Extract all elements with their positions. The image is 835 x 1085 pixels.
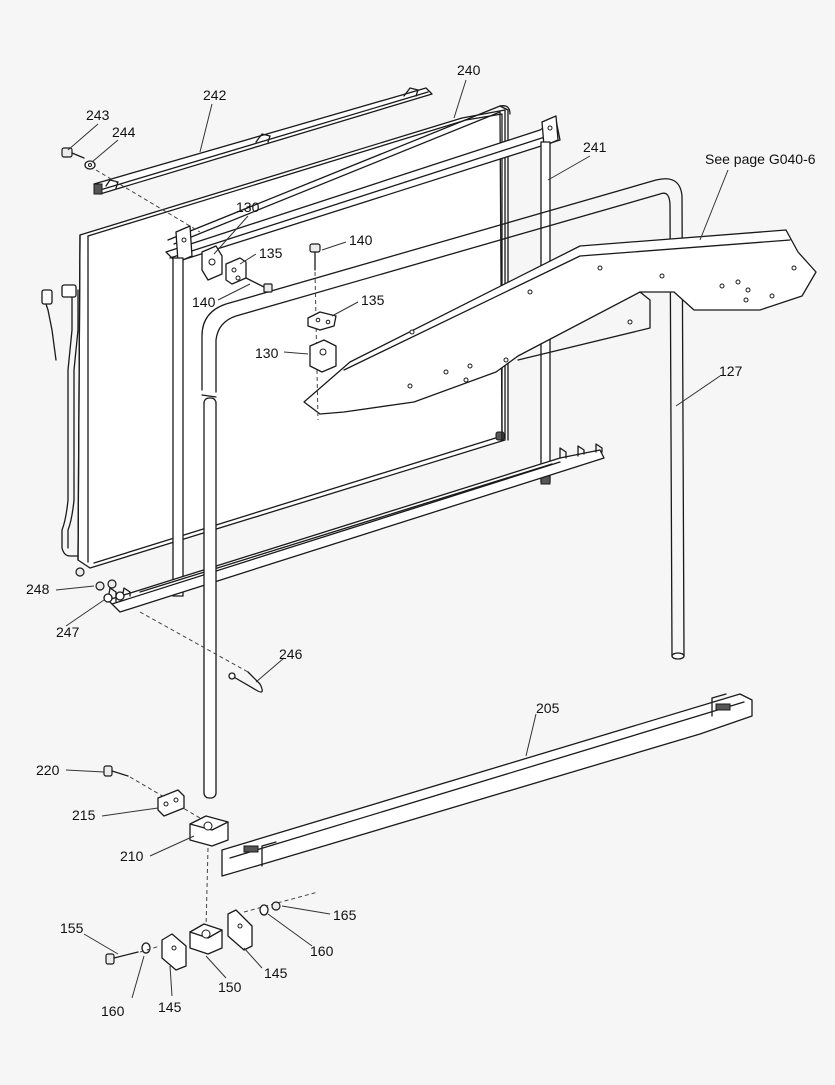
washer-160-left	[141, 942, 151, 954]
callout-242: 242	[203, 87, 227, 103]
leader-lines	[55, 79, 729, 999]
plate-135-lower	[307, 311, 337, 331]
callout-labels: See page G040-6 243 244 242 240 241 130 …	[26, 62, 816, 1019]
nut-165	[271, 901, 281, 911]
lower-rail-205	[221, 693, 753, 877]
callout-135-upper: 135	[259, 245, 283, 261]
callout-248: 248	[26, 581, 50, 597]
callout-160-left: 160	[101, 1003, 125, 1019]
callout-246: 246	[279, 646, 303, 662]
callout-205: 205	[536, 700, 560, 716]
callout-210: 210	[120, 848, 144, 864]
clamp-130-lower	[309, 339, 337, 373]
callout-244: 244	[112, 124, 136, 140]
screw-243	[61, 147, 85, 159]
block-150	[189, 923, 223, 955]
clamp-half-145-right	[227, 909, 253, 951]
callout-127: 127	[719, 363, 743, 379]
clamp-half-145-left	[161, 933, 187, 971]
callout-130-lower: 130	[255, 345, 279, 361]
bolt-155	[105, 951, 139, 965]
clamp-130-upper	[201, 245, 223, 281]
cable-246	[228, 671, 263, 693]
callout-145-left: 145	[158, 999, 182, 1015]
plate-215	[157, 789, 185, 817]
callout-243: 243	[86, 107, 110, 123]
callout-140-upper: 140	[349, 232, 373, 248]
tube-frame-127	[201, 178, 685, 799]
washer-160-right	[259, 904, 269, 916]
callout-215: 215	[72, 807, 96, 823]
bolt-140-left	[245, 277, 273, 293]
callout-240: 240	[457, 62, 481, 78]
block-210	[189, 815, 229, 847]
washer-244	[84, 160, 96, 170]
callout-165: 165	[333, 907, 357, 923]
callout-247: 247	[56, 624, 80, 640]
bolt-220	[103, 765, 129, 777]
callout-155: 155	[60, 920, 84, 936]
callout-160-right: 160	[310, 943, 334, 959]
callout-140-lower: 140	[192, 294, 216, 310]
callout-220: 220	[36, 762, 60, 778]
callout-130-upper: 130	[236, 199, 260, 215]
washer-247	[103, 591, 125, 603]
bolt-140-upright	[309, 243, 321, 271]
callout-145-right: 145	[264, 965, 288, 981]
note-see-page: See page G040-6	[705, 151, 816, 167]
shelf-plate	[303, 229, 817, 415]
nut-248	[95, 579, 117, 591]
back-panel	[41, 109, 506, 577]
callout-241: 241	[583, 139, 607, 155]
callout-150: 150	[218, 979, 242, 995]
callout-135-lower: 135	[361, 292, 385, 308]
